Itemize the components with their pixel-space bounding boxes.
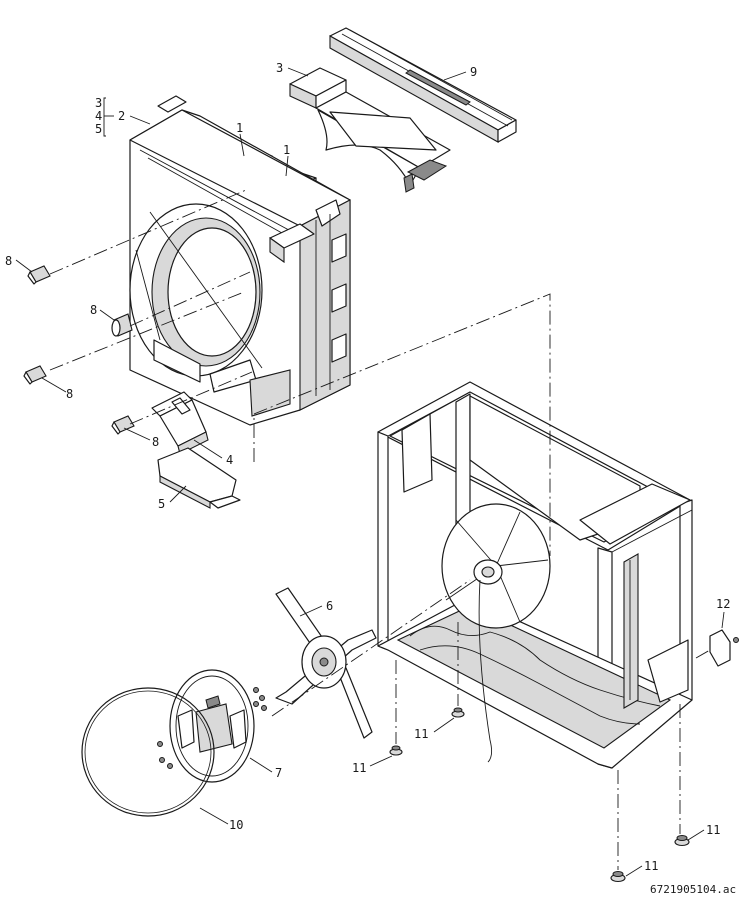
part-10-gasket-ring (81, 687, 215, 817)
callout-2: 2 (118, 109, 125, 123)
part-7-motor-cover (169, 669, 255, 783)
part-5-bracket (157, 447, 241, 509)
part-8-clip-c (23, 365, 47, 385)
fan-wheel (441, 503, 551, 763)
part-11-foot-c (674, 835, 690, 847)
callout-group-5: 5 (95, 122, 102, 136)
part-11-foot-a (389, 745, 403, 756)
part-3-air-guide (289, 67, 451, 193)
callout-10: 10 (229, 818, 243, 832)
callout-5: 5 (158, 497, 165, 511)
callout-8a: 8 (5, 254, 12, 268)
callout-6: 6 (326, 599, 333, 613)
callout-11d: 11 (644, 859, 658, 873)
part-11-foot-d (610, 871, 626, 883)
part-11-foot-b (451, 707, 465, 718)
part-12-bracket (709, 629, 739, 667)
callout-4: 4 (226, 453, 233, 467)
part-8-clip-a (27, 265, 51, 285)
callout-labels: 1 1 2 3 4 5 3 9 8 8 8 8 4 5 6 7 10 11 11… (5, 61, 730, 873)
assembly-axes (49, 189, 711, 870)
part-6-motor-bracket (275, 587, 377, 739)
callout-11a: 11 (352, 761, 366, 775)
drawing-number: 6721905104.ac (650, 883, 736, 896)
callout-8b: 8 (90, 303, 97, 317)
callout-11b: 11 (414, 727, 428, 741)
part-9-top-rail (329, 27, 517, 143)
part-8-clip-b (111, 313, 133, 337)
callout-3: 3 (276, 61, 283, 75)
part-2-fan-shroud (129, 95, 351, 426)
part-8-clip-d (111, 415, 135, 435)
callout-8c: 8 (66, 387, 73, 401)
callout-9: 9 (470, 65, 477, 79)
screws (157, 687, 267, 769)
callout-group-3: 3 (95, 96, 102, 110)
callout-1b: 1 (283, 143, 290, 157)
leader-lines (15, 67, 725, 877)
callout-12: 12 (716, 597, 730, 611)
callout-8d: 8 (152, 435, 159, 449)
callout-11c: 11 (706, 823, 720, 837)
callout-1a: 1 (236, 121, 243, 135)
callout-group-4: 4 (95, 109, 102, 123)
callout-7: 7 (275, 766, 282, 780)
